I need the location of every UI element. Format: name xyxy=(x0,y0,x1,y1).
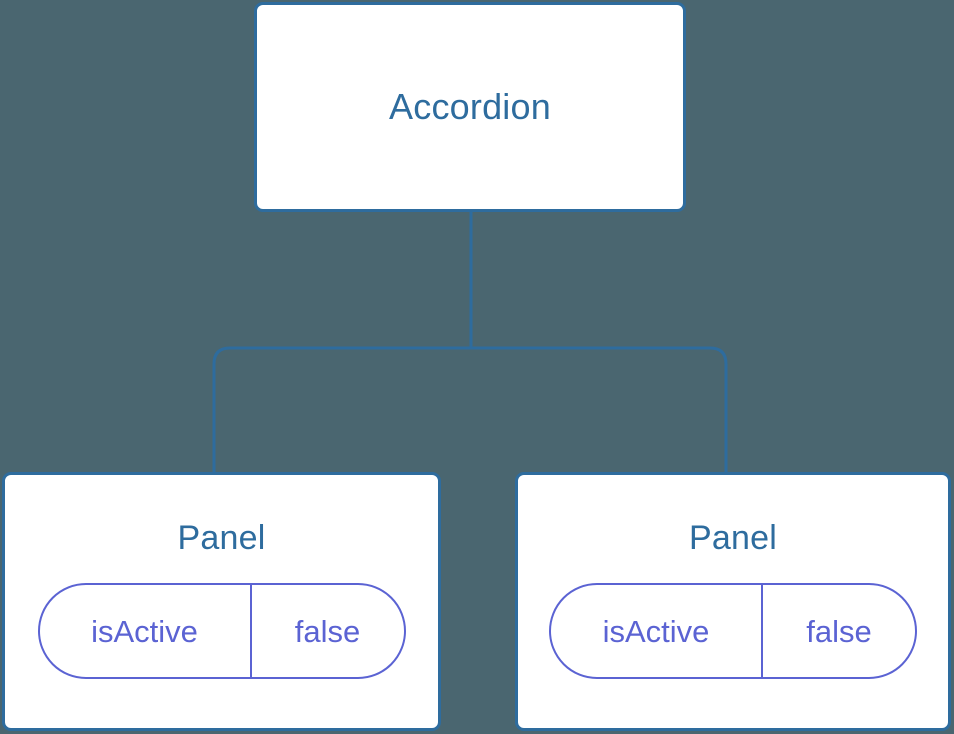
connector-branch-left xyxy=(212,346,471,476)
connector-branch-right xyxy=(471,346,728,476)
node-panel-0-label: Panel xyxy=(177,519,266,557)
prop-value-panel-0-isactive: false xyxy=(294,613,361,649)
prop-key-panel-0-isactive: isActive xyxy=(40,585,252,677)
node-panel-1-label: Panel xyxy=(689,519,777,557)
prop-key-panel-1-isactive: isActive xyxy=(551,585,763,677)
node-accordion[interactable]: Accordion xyxy=(254,2,686,212)
prop-value-panel-1-isactive: false xyxy=(806,613,872,649)
prop-pill-panel-1-isactive[interactable]: isActive false xyxy=(549,583,917,679)
node-panel-1[interactable]: Panel isActive false xyxy=(515,472,951,731)
node-accordion-label: Accordion xyxy=(389,86,551,127)
node-panel-0[interactable]: Panel isActive false xyxy=(2,472,441,731)
prop-pill-panel-0-isactive[interactable]: isActive false xyxy=(37,583,406,679)
